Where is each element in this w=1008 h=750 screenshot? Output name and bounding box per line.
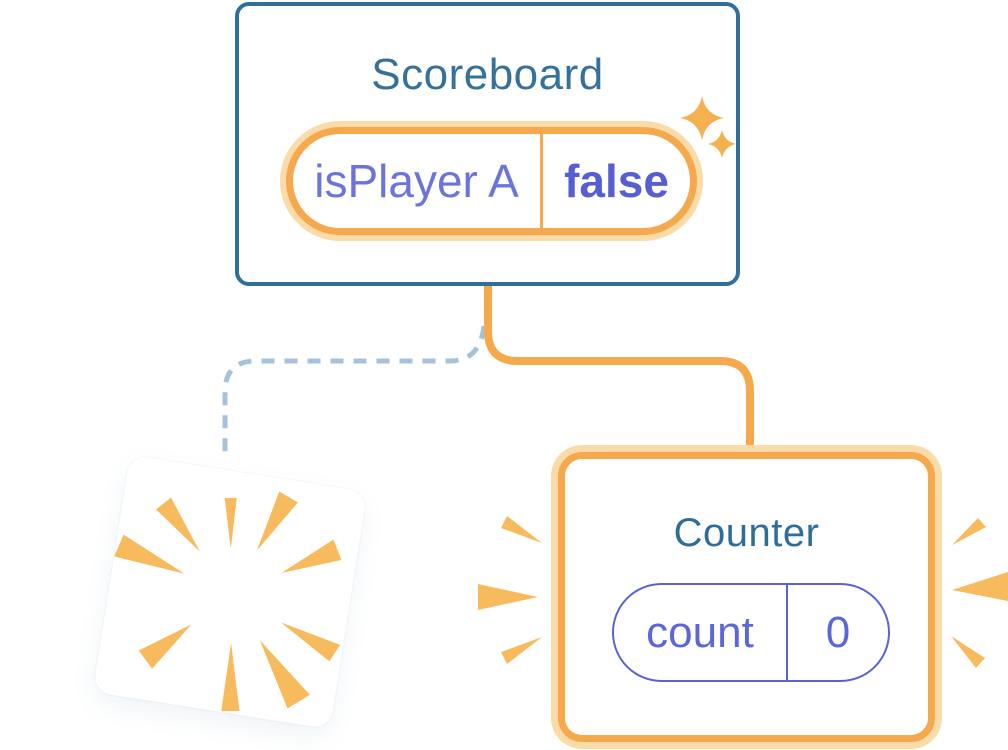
- counter-card: Counter count 0: [558, 452, 935, 742]
- scoreboard-title: Scoreboard: [371, 50, 604, 99]
- scoreboard-state-pill: isPlayer A false: [286, 127, 697, 235]
- count-value: 0: [825, 607, 851, 657]
- scoreboard-card: Scoreboard isPlayer A false: [235, 2, 740, 286]
- dashed-connector-to-destroyed: [222, 325, 487, 452]
- state-value: false: [564, 155, 669, 207]
- count-pill-divider: [786, 585, 788, 680]
- destroyed-component-card: [92, 454, 368, 730]
- count-label: count: [646, 607, 754, 657]
- counter-state-pill: count 0: [612, 583, 890, 682]
- burst-right-icon: [951, 518, 1008, 668]
- destroyed-burst-icon: [114, 491, 342, 712]
- burst-left-icon: [478, 516, 542, 664]
- counter-title: Counter: [673, 511, 820, 555]
- pill-divider: [540, 134, 543, 228]
- state-label: isPlayer A: [314, 155, 519, 207]
- solid-connector-to-counter: [484, 283, 754, 462]
- sparkles-icon: [680, 96, 736, 158]
